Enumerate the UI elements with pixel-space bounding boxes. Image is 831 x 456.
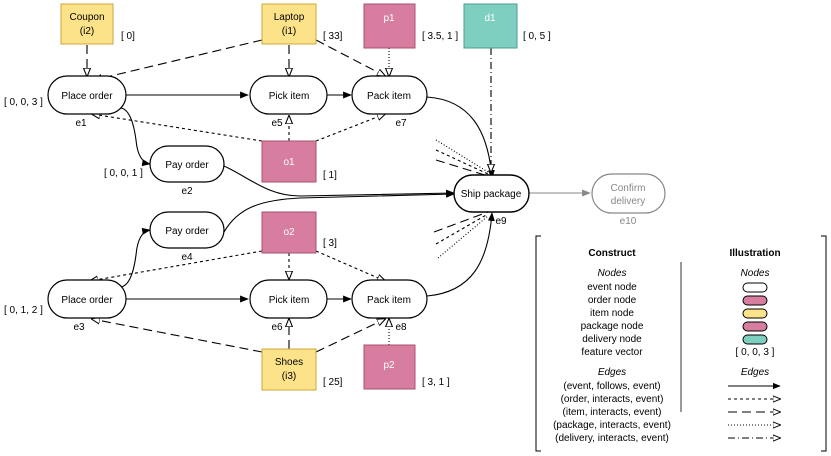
edge-e7-e9 bbox=[426, 96, 495, 179]
p2-feature-vector: [ 3, 1 ] bbox=[422, 377, 450, 388]
place-order-e1-event-node: Place order bbox=[47, 75, 127, 115]
e5-id-label: e5 bbox=[271, 118, 283, 129]
legend-event-swatch bbox=[742, 282, 768, 293]
legend-construct-header: Construct bbox=[588, 248, 636, 259]
svg-text:Pack item: Pack item bbox=[367, 91, 411, 102]
legend-edge-type: (package, interacts, event) bbox=[553, 420, 671, 431]
item-edges bbox=[87, 39, 489, 353]
package-edges bbox=[389, 48, 489, 345]
o1-order-node: o1 bbox=[261, 140, 317, 183]
svg-text:Pick item: Pick item bbox=[269, 295, 310, 306]
svg-text:d1: d1 bbox=[484, 13, 496, 24]
svg-text:Pick item: Pick item bbox=[269, 91, 310, 102]
edge-e4-e9 bbox=[223, 190, 455, 233]
pack-item-e7-event-node: Pack item bbox=[351, 75, 428, 115]
svg-text:delivery: delivery bbox=[611, 196, 645, 207]
legend-illustration-header: Illustration bbox=[729, 248, 780, 259]
legend-node-type: item node bbox=[590, 308, 634, 319]
svg-text:Confirm: Confirm bbox=[610, 183, 645, 194]
e1-id-label: e1 bbox=[75, 118, 87, 129]
svg-text:Place order: Place order bbox=[61, 295, 113, 306]
legend-item-swatch bbox=[742, 308, 768, 319]
svg-text:Pay order: Pay order bbox=[165, 226, 209, 237]
svg-text:Laptop: Laptop bbox=[274, 12, 305, 23]
legend-delivery-swatch bbox=[742, 334, 768, 345]
svg-text:Shoes: Shoes bbox=[275, 357, 303, 368]
legend-feature-vector-example: [ 0, 0, 3 ] bbox=[736, 347, 775, 358]
order-edges bbox=[90, 114, 489, 281]
svg-text:(i2): (i2) bbox=[80, 26, 94, 37]
e6-id-label: e6 bbox=[271, 322, 283, 333]
legend-package-swatch bbox=[742, 321, 768, 332]
e2-feature-vector: [ 0, 0, 1 ] bbox=[104, 168, 143, 179]
pick-item-e5-event-node: Pick item bbox=[249, 75, 328, 115]
legend-node-type: package node bbox=[581, 321, 644, 332]
svg-text:p2: p2 bbox=[383, 360, 395, 371]
laptop-feature-vector: [ 33] bbox=[323, 31, 343, 42]
pick-item-e6-event-node: Pick item bbox=[249, 279, 328, 319]
place-order-e3-event-node: Place order bbox=[47, 279, 127, 319]
svg-text:Pack item: Pack item bbox=[367, 295, 411, 306]
e1-feature-vector: [ 0, 0, 3 ] bbox=[4, 97, 43, 108]
legend-order-swatch bbox=[742, 295, 768, 306]
svg-text:(i3): (i3) bbox=[282, 371, 296, 382]
svg-text:p1: p1 bbox=[383, 13, 395, 24]
o2-feature-vector: [ 3] bbox=[323, 238, 337, 249]
svg-text:Ship package: Ship package bbox=[461, 189, 522, 200]
legend-edge-type: (item, interacts, event) bbox=[563, 407, 662, 418]
legend-edge-type: (event, follows, event) bbox=[563, 381, 660, 392]
legend-edges-heading: Edges bbox=[598, 367, 626, 378]
edge-e1-e2 bbox=[120, 107, 151, 167]
legend-nodes-heading-right: Nodes bbox=[741, 268, 770, 279]
legend-node-type: feature vector bbox=[581, 347, 643, 358]
e7-id-label: e7 bbox=[395, 118, 407, 129]
pay-order-e2-event-node: Pay order bbox=[149, 145, 225, 183]
legend-node-type: delivery node bbox=[582, 334, 642, 345]
coupon-item-node: Coupon (i2) bbox=[60, 3, 114, 45]
svg-text:o1: o1 bbox=[283, 157, 295, 168]
svg-text:Place order: Place order bbox=[61, 91, 113, 102]
legend-edges-heading-right: Edges bbox=[741, 367, 769, 378]
legend-right-bracket bbox=[821, 235, 827, 452]
legend-left-bracket bbox=[535, 235, 541, 452]
legend-edge-type: (order, interacts, event) bbox=[561, 394, 664, 405]
svg-text:Coupon: Coupon bbox=[69, 12, 104, 23]
e4-id-label: e4 bbox=[181, 252, 193, 263]
pay-order-e4-event-node: Pay order bbox=[149, 211, 225, 249]
e9-id-label: e9 bbox=[495, 216, 507, 227]
coupon-feature-vector: [ 0] bbox=[121, 31, 135, 42]
legend-nodes-heading: Nodes bbox=[598, 268, 627, 279]
legend-panel: Construct Illustration Nodes Nodes event… bbox=[535, 235, 827, 452]
p1-feature-vector: [ 3.5, 1 ] bbox=[422, 31, 458, 42]
legend-node-type: order node bbox=[588, 295, 637, 306]
svg-text:Pay order: Pay order bbox=[165, 160, 209, 171]
svg-text:o2: o2 bbox=[283, 227, 295, 238]
edge-e8-e9 bbox=[426, 212, 495, 297]
confirm-delivery-e10-event-node: Confirm delivery bbox=[591, 173, 666, 214]
legend-edge-type: (delivery, interacts, event) bbox=[555, 433, 669, 444]
p2-package-node: p2 bbox=[363, 344, 416, 390]
legend-node-type: event node bbox=[587, 282, 637, 293]
svg-text:(i1): (i1) bbox=[282, 26, 296, 37]
o2-order-node: o2 bbox=[261, 211, 317, 254]
ship-package-e9-event-node: Ship package bbox=[453, 174, 530, 213]
e3-id-label: e3 bbox=[73, 322, 85, 333]
shoes-feature-vector: [ 25] bbox=[323, 377, 343, 388]
e3-feature-vector: [ 0, 1, 2 ] bbox=[4, 305, 43, 316]
laptop-item-node: Laptop (i1) bbox=[261, 3, 317, 45]
d1-feature-vector: [ 0, 5 ] bbox=[523, 31, 551, 42]
pack-item-e8-event-node: Pack item bbox=[351, 279, 428, 319]
p1-package-node: p1 bbox=[363, 3, 416, 49]
e10-id-label: e10 bbox=[620, 216, 637, 227]
edge-e3-e4 bbox=[120, 227, 151, 288]
e2-id-label: e2 bbox=[181, 186, 193, 197]
e8-id-label: e8 bbox=[395, 322, 407, 333]
o1-feature-vector: [ 1] bbox=[323, 170, 337, 181]
d1-delivery-node: d1 bbox=[463, 3, 518, 49]
shoes-item-node: Shoes (i3) bbox=[261, 348, 317, 391]
edges bbox=[87, 39, 591, 353]
edge-e2-e9 bbox=[223, 165, 455, 197]
